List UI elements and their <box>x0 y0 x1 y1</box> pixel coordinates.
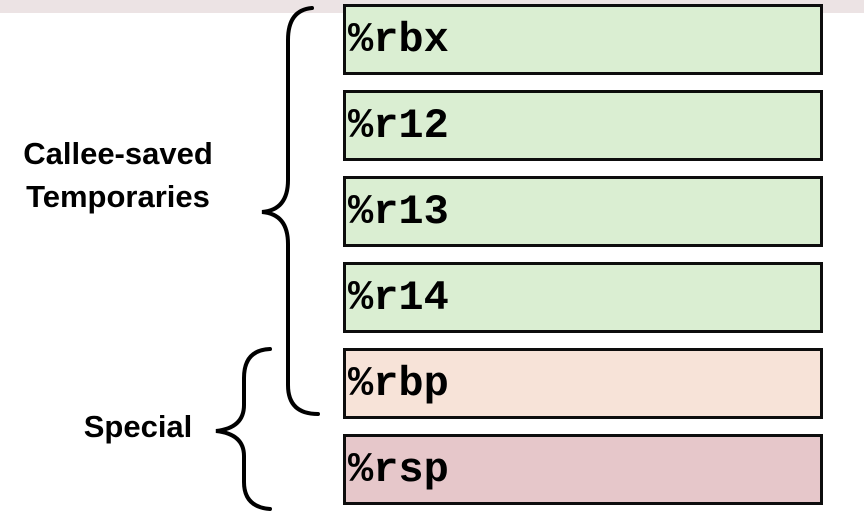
register-name: %r12 <box>348 101 449 150</box>
special-brace <box>215 347 272 511</box>
register-r14: %r14 <box>343 262 823 333</box>
callee-saved-label-line2: Temporaries <box>26 179 210 215</box>
special-label: Special <box>83 409 193 444</box>
register-name: %rbx <box>348 15 449 64</box>
register-r12: %r12 <box>343 90 823 161</box>
callee-saved-label: Callee-saved Temporaries <box>0 132 236 219</box>
register-rbp: %rbp <box>343 348 823 419</box>
callee-saved-label-line1: Callee-saved <box>23 136 213 171</box>
callee-saved-brace <box>261 6 320 416</box>
register-name: %rsp <box>348 445 449 494</box>
register-r13: %r13 <box>343 176 823 247</box>
register-name: %r14 <box>348 273 449 322</box>
register-rsp: %rsp <box>343 434 823 505</box>
register-name: %r13 <box>348 187 449 236</box>
register-name: %rbp <box>348 359 449 408</box>
register-rbx: %rbx <box>343 4 823 75</box>
